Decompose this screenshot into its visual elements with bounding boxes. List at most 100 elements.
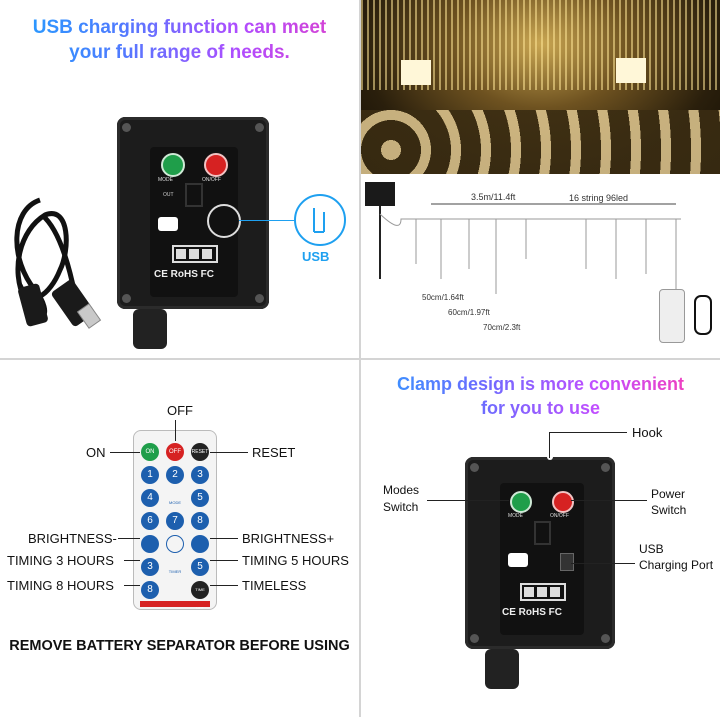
drop-length-1: 50cm/1.64ft [422,293,464,302]
remote-btn-7[interactable]: 7 [166,512,184,530]
label-modes-switch-1: Modes [383,483,420,497]
usb-badge-label: USB [302,249,330,264]
drop-length-3: 70cm/2.3ft [483,323,521,332]
cable-gland [133,309,167,349]
mode-button[interactable] [510,491,532,513]
leader-timing-3 [124,560,140,561]
label-timeless: TIMELESS [242,578,307,593]
label-off: OFF [167,403,193,418]
remote-btn-1[interactable]: 1 [141,466,159,484]
string-light-diagram [365,182,681,294]
cert-marks: CE RoHS FC [154,269,214,280]
remote-btn-6[interactable]: 6 [141,512,159,530]
leader-timeless [210,585,238,586]
panel-clamp-design: Clamp design is more convenient for you … [361,360,720,717]
mode-button[interactable] [161,153,185,177]
onoff-label: ON/OFF [202,177,221,183]
tables [361,110,720,174]
clamp-device: MODE ON/OFF CE RoHS FC [465,454,615,649]
label-brightness-plus: BRIGHTNESS+ [242,531,335,546]
usb-headline-line1: USB charging function can meet [0,16,359,40]
screw-icon [470,463,479,472]
length-label: 3.5m/11.4ft [471,192,516,202]
segment-display [534,521,551,545]
onoff-label: ON/OFF [550,513,569,519]
usb-callout-line [239,220,294,221]
banquet-photo [361,0,720,174]
remote-off-button[interactable]: OFF [166,443,184,461]
remote-brightness-center-icon [166,535,184,553]
mode-label: MODE [158,177,173,183]
label-power-switch-1: Power [651,487,686,501]
leader-hook-v [549,432,550,458]
remote-on-button[interactable]: ON [141,443,159,461]
out-label: OUT [163,192,174,198]
remote-timer-8-button[interactable]: 8 [141,581,159,599]
power-button[interactable] [552,491,574,513]
leader-brightness-minus [118,538,140,539]
cert-marks: CE RoHS FC [502,607,562,618]
leader-brightness-plus [210,538,238,539]
leader-modes [427,500,509,501]
usb-headline-line2: your full range of needs. [0,41,359,65]
screw-icon [122,294,131,303]
label-usb-port-2: Charging Port [639,558,714,572]
screw-icon [601,463,610,472]
screw-icon [255,123,264,132]
leader-on [110,452,140,453]
screw-icon [122,123,131,132]
controller-device: MODE ON/OFF OUT CE RoHS FC [117,117,269,309]
screw-icon [255,294,264,303]
mini-cable-image [694,295,712,335]
remote-btn-8[interactable]: 8 [191,512,209,530]
label-timing-3: TIMING 3 HOURS [7,553,114,568]
screw-icon [601,634,610,643]
remote-timer-3-button[interactable]: 3 [141,558,159,576]
remote-btn-4[interactable]: 4 [141,489,159,507]
leader-power [571,500,647,501]
control-panel: MODE ON/OFF CE RoHS FC [500,483,584,635]
window-light-left [401,60,431,85]
remote-reset-button[interactable]: RESET [191,443,209,461]
usb-port-circle [207,204,241,238]
leader-reset [210,452,248,453]
remote-timer-5-button[interactable]: 5 [191,558,209,576]
remote-btn-5[interactable]: 5 [191,489,209,507]
remote-brightness-plus-icon[interactable] [191,535,209,553]
remote-control: ON OFF RESET 1 2 3 4 MODE 5 6 7 8 3 TIME… [133,430,217,610]
panel-usb-charging: USB charging function can meet your full… [0,0,359,358]
clamp-headline-line1: Clamp design is more convenient [361,372,720,396]
segment-display [185,183,203,207]
remote-btn-3[interactable]: 3 [191,466,209,484]
screw-icon [470,634,479,643]
label-modes-switch-2: Switch [383,500,419,514]
string-count-label: 16 string 96led [569,193,629,203]
remote-brightness-minus-icon[interactable] [141,535,159,553]
leader-usb-port [571,563,635,564]
battery-indicator [520,583,566,601]
leader-timing-8 [124,585,140,586]
label-timing-8: TIMING 8 HOURS [7,578,114,593]
remote-timer-label: TIMER [168,569,182,574]
hook-point [547,454,553,460]
remote-mode-button[interactable]: MODE [166,489,184,507]
wifi-icon [508,553,528,567]
mini-remote-image [659,289,685,343]
label-reset: RESET [252,445,296,460]
cable-gland [485,649,519,689]
label-usb-port-1: USB [639,542,664,556]
label-on: ON [86,445,106,460]
label-hook: Hook [632,425,663,440]
window-light-right [616,58,646,83]
wifi-icon [158,217,178,231]
remote-timeless-button[interactable]: TIME OFF [191,581,209,610]
remote-btn-2[interactable]: 2 [166,466,184,484]
horizontal-divider [0,358,720,360]
power-button[interactable] [204,153,228,177]
usb-plug-icon [313,208,325,233]
usb-port [560,553,574,571]
drop-length-2: 60cm/1.97ft [448,308,490,317]
panel-remote: ON OFF RESET 1 2 3 4 MODE 5 6 7 8 3 TIME… [0,360,359,717]
usb-badge-circle [294,194,346,246]
label-brightness-minus: BRIGHTNESS- [28,531,117,546]
